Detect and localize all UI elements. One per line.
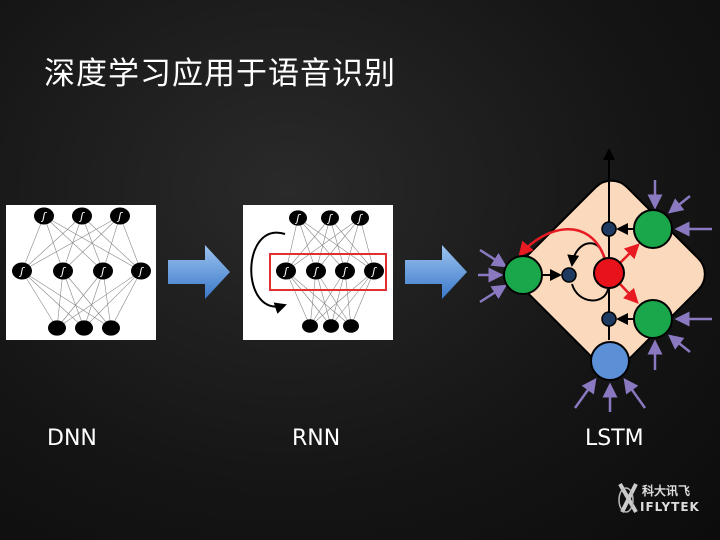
svg-text:ʃ: ʃ bbox=[40, 210, 47, 223]
iflytek-logo: 科大讯飞 IFLYTEK bbox=[616, 480, 716, 520]
rnn-label: RNN bbox=[292, 426, 341, 451]
neuron bbox=[343, 319, 359, 333]
neuron bbox=[335, 262, 355, 280]
peephole-arrow bbox=[479, 248, 508, 268]
cell bbox=[593, 257, 625, 289]
logo-icon bbox=[618, 483, 638, 513]
forget-gate bbox=[633, 299, 673, 339]
neuron bbox=[131, 262, 151, 280]
neuron bbox=[351, 210, 369, 226]
neuron bbox=[12, 262, 32, 280]
svg-text:ʃ: ʃ bbox=[282, 265, 289, 278]
neuron bbox=[110, 207, 130, 225]
rnn-diagram: ʃ ʃ ʃ ʃ ʃ ʃ ʃ bbox=[243, 205, 393, 340]
output-gate bbox=[633, 209, 673, 249]
logo-text-en: IFLYTEK bbox=[640, 500, 700, 514]
logo-text-cn: 科大讯飞 bbox=[642, 484, 691, 498]
svg-text:ʃ: ʃ bbox=[116, 210, 123, 223]
peephole-arrow bbox=[623, 377, 647, 409]
svg-text:ʃ: ʃ bbox=[137, 265, 144, 278]
neuron bbox=[102, 320, 120, 336]
neuron bbox=[321, 210, 339, 226]
neuron bbox=[302, 319, 318, 333]
input-node bbox=[590, 341, 630, 381]
neuron bbox=[93, 262, 113, 280]
neuron bbox=[72, 207, 92, 225]
svg-text:ʃ: ʃ bbox=[356, 212, 363, 225]
neuron bbox=[276, 262, 296, 280]
svg-text:ʃ: ʃ bbox=[18, 265, 25, 278]
flow-arrow-icon bbox=[168, 245, 230, 299]
svg-text:ʃ: ʃ bbox=[341, 265, 348, 278]
svg-text:ʃ: ʃ bbox=[312, 265, 319, 278]
peephole-arrow bbox=[668, 334, 691, 353]
svg-text:ʃ: ʃ bbox=[59, 265, 66, 278]
flow-arrow-icon bbox=[405, 245, 467, 299]
lstm-label: LSTM bbox=[585, 426, 644, 451]
svg-text:ʃ: ʃ bbox=[294, 212, 301, 225]
input-gate bbox=[503, 255, 543, 295]
neuron bbox=[48, 320, 66, 336]
neuron bbox=[53, 262, 73, 280]
svg-text:ʃ: ʃ bbox=[78, 210, 85, 223]
neuron bbox=[364, 262, 384, 280]
dnn-label: DNN bbox=[47, 426, 97, 451]
peephole-arrow bbox=[573, 377, 597, 409]
neuron bbox=[306, 262, 326, 280]
neuron bbox=[323, 319, 339, 333]
svg-text:ʃ: ʃ bbox=[326, 212, 333, 225]
lstm-diagram bbox=[478, 148, 712, 412]
dnn-diagram: ʃ ʃ ʃ ʃ ʃ ʃ ʃ bbox=[6, 205, 156, 340]
neuron bbox=[289, 210, 307, 226]
svg-text:ʃ: ʃ bbox=[370, 265, 377, 278]
peephole-arrow bbox=[668, 195, 691, 214]
slide-title: 深度学习应用于语音识别 bbox=[44, 56, 396, 92]
neuron bbox=[75, 320, 93, 336]
neuron bbox=[34, 207, 54, 225]
svg-text:ʃ: ʃ bbox=[99, 265, 106, 278]
peephole-arrow bbox=[479, 284, 508, 304]
